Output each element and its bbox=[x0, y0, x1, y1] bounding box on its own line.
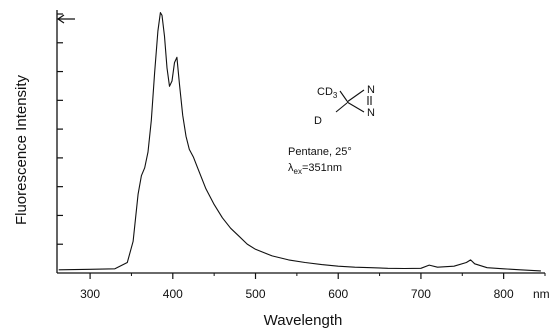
excitation-annotation: λex=351nm bbox=[288, 162, 342, 176]
lambda-subscript: ex bbox=[294, 167, 302, 176]
lambda-value: =351nm bbox=[302, 162, 342, 174]
molecule-d-label: D bbox=[314, 115, 322, 127]
x-ticks: 300 400 500 600 700 800 bbox=[80, 273, 546, 301]
axis-arrow bbox=[56, 14, 75, 24]
x-tick-label: 400 bbox=[163, 287, 183, 301]
lambda-symbol: λ bbox=[288, 162, 294, 174]
x-tick-label: 800 bbox=[494, 287, 514, 301]
x-tick-label: 500 bbox=[245, 287, 265, 301]
axes: 300 400 500 600 700 800 bbox=[56, 10, 546, 301]
molecule-n-bottom: N bbox=[367, 107, 375, 119]
x-axis-title: Wavelength bbox=[264, 312, 343, 329]
molecule-n-top: N bbox=[367, 84, 375, 96]
y-axis-title: Fluorescence Intensity bbox=[13, 74, 30, 225]
molecule-bonds bbox=[335, 89, 372, 113]
molecule-cd3-label: CD3 bbox=[317, 86, 338, 100]
x-tick-label: 700 bbox=[411, 287, 431, 301]
molecule-structure: CD3 D N N bbox=[314, 84, 375, 127]
y-ticks bbox=[57, 13, 63, 245]
molecule-cd3-subscript: 3 bbox=[333, 91, 338, 100]
x-axis-unit: nm bbox=[533, 287, 550, 301]
molecule-cd3-text: CD bbox=[317, 86, 333, 98]
x-tick-label: 600 bbox=[328, 287, 348, 301]
x-tick-label: 300 bbox=[80, 287, 100, 301]
series-line bbox=[58, 12, 541, 272]
solvent-annotation: Pentane, 25° bbox=[288, 146, 352, 158]
